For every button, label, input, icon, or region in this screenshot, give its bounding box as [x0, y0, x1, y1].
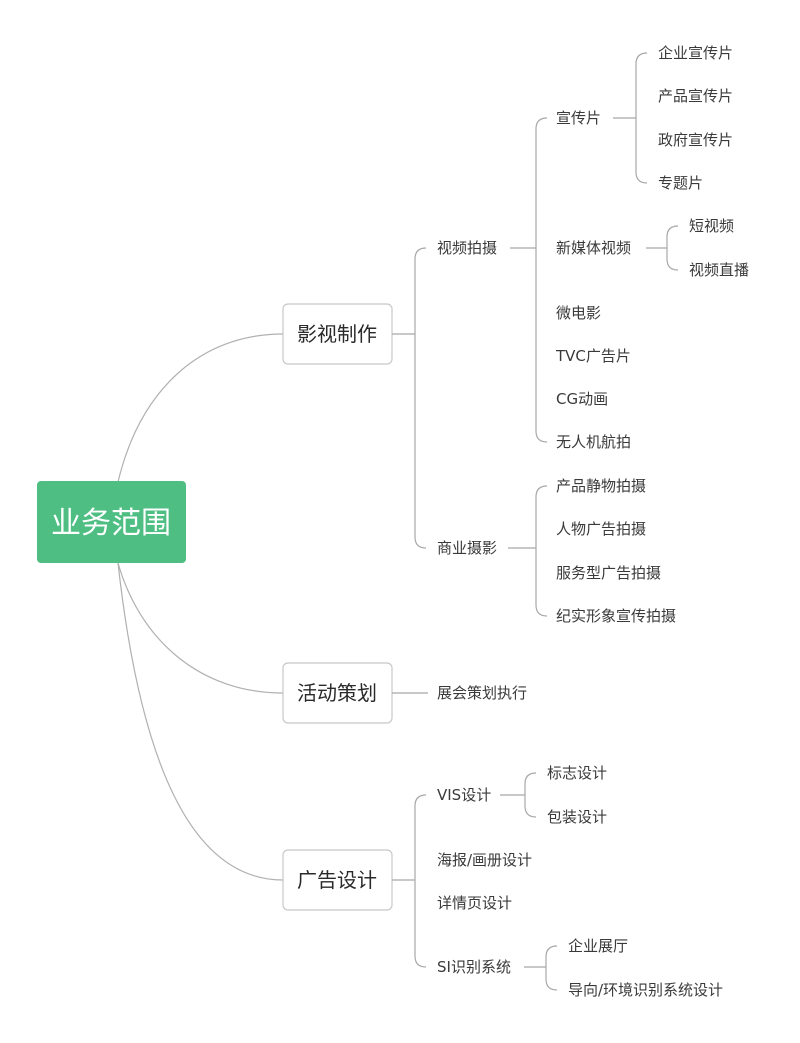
wayfinding-design-label: 导向/环境识别系统设计 [568, 981, 723, 999]
root-node-box [37, 481, 186, 563]
video-shoot-label: 视频拍摄 [437, 239, 497, 257]
drone-aerial-label: 无人机航拍 [556, 433, 631, 451]
product-promo-label: 产品宣传片 [658, 87, 733, 105]
root-to-ad-connector [117, 562, 284, 881]
commercial-photo-label: 商业摄影 [437, 539, 497, 557]
corporate-promo-label: 企业宣传片 [658, 44, 733, 62]
new-media-bracket [646, 225, 679, 271]
tvc-ad-label: TVC广告片 [555, 347, 631, 365]
si-system-label: SI识别系统 [437, 958, 511, 976]
new-media-label: 新媒体视频 [556, 239, 631, 257]
ad-bracket [392, 794, 427, 968]
micro-film-label: 微电影 [556, 304, 601, 322]
poster-design-label: 海报/画册设计 [437, 851, 532, 869]
detail-page-label: 详情页设计 [437, 894, 512, 912]
portrait-ad-label: 人物广告拍摄 [556, 520, 646, 538]
event-node-label: 活动策划 [297, 681, 377, 705]
si-bracket [524, 945, 558, 991]
short-video-label: 短视频 [689, 217, 734, 235]
video-shoot-bracket [510, 117, 548, 443]
vis-bracket [500, 772, 537, 818]
documentary-image-label: 纪实形象宣传拍摄 [556, 607, 676, 625]
corporate-showroom-label: 企业展厅 [568, 937, 628, 955]
root-to-event-connector [117, 562, 284, 694]
film-node-label: 影视制作 [297, 322, 377, 346]
government-promo-label: 政府宣传片 [658, 131, 733, 149]
live-stream-label: 视频直播 [689, 261, 749, 279]
service-ad-label: 服务型广告拍摄 [556, 564, 661, 582]
vis-design-label: VIS设计 [437, 786, 491, 804]
feature-film-label: 专题片 [658, 174, 703, 192]
cg-animation-label: CG动画 [556, 390, 608, 408]
packaging-design-label: 包装设计 [547, 808, 607, 826]
ad-node-label: 广告设计 [297, 868, 377, 892]
promo-label: 宣传片 [556, 109, 601, 127]
logo-design-label: 标志设计 [547, 764, 607, 782]
exhibition-planning-label: 展会策划执行 [437, 684, 527, 702]
film-bracket [392, 247, 427, 549]
commercial-photo-bracket [508, 485, 548, 617]
product-still-label: 产品静物拍摄 [556, 477, 646, 495]
promo-bracket [613, 52, 648, 184]
root-node-label: 业务范围 [51, 506, 171, 541]
root-to-film-connector [117, 333, 284, 483]
